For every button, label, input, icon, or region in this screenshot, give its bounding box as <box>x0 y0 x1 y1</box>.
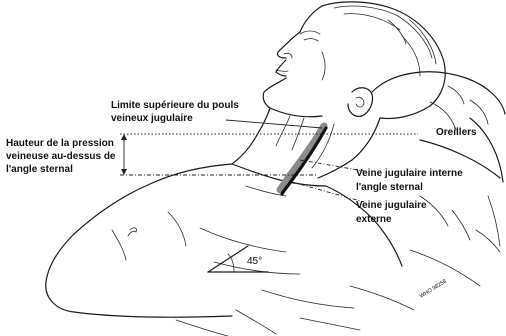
height-label-line-1: Hauteur de la pression <box>6 138 114 149</box>
pillows-label: Oreillers <box>436 127 477 138</box>
leader-upper-limit <box>226 120 322 128</box>
jugular-veins-drawing <box>280 126 326 194</box>
angle-label: 45° <box>247 256 262 267</box>
external-jugular-label-line-2: externe <box>356 214 392 225</box>
height-label-line-2: veineuse au-dessus de <box>6 151 116 162</box>
height-arrow <box>121 134 127 175</box>
leader-external-jugular <box>292 182 364 202</box>
upper-limit-label-line-1: Limite supérieure du pouls <box>111 100 239 111</box>
upper-limit-label-line-2: veineux jugulaire <box>111 113 193 124</box>
internal-jugular-label-line-1: Veine jugulaire interne <box>356 168 463 179</box>
height-label-line-3: l'angle sternal <box>6 164 73 175</box>
external-jugular-label-line-1: Veine jugulaire <box>356 200 427 211</box>
who-stamp: WHO 98258 <box>419 279 448 300</box>
internal-jugular-label-line-2: l'angle sternal <box>356 182 423 193</box>
leader-internal-jugular <box>300 160 364 171</box>
head-drawing <box>263 2 445 119</box>
